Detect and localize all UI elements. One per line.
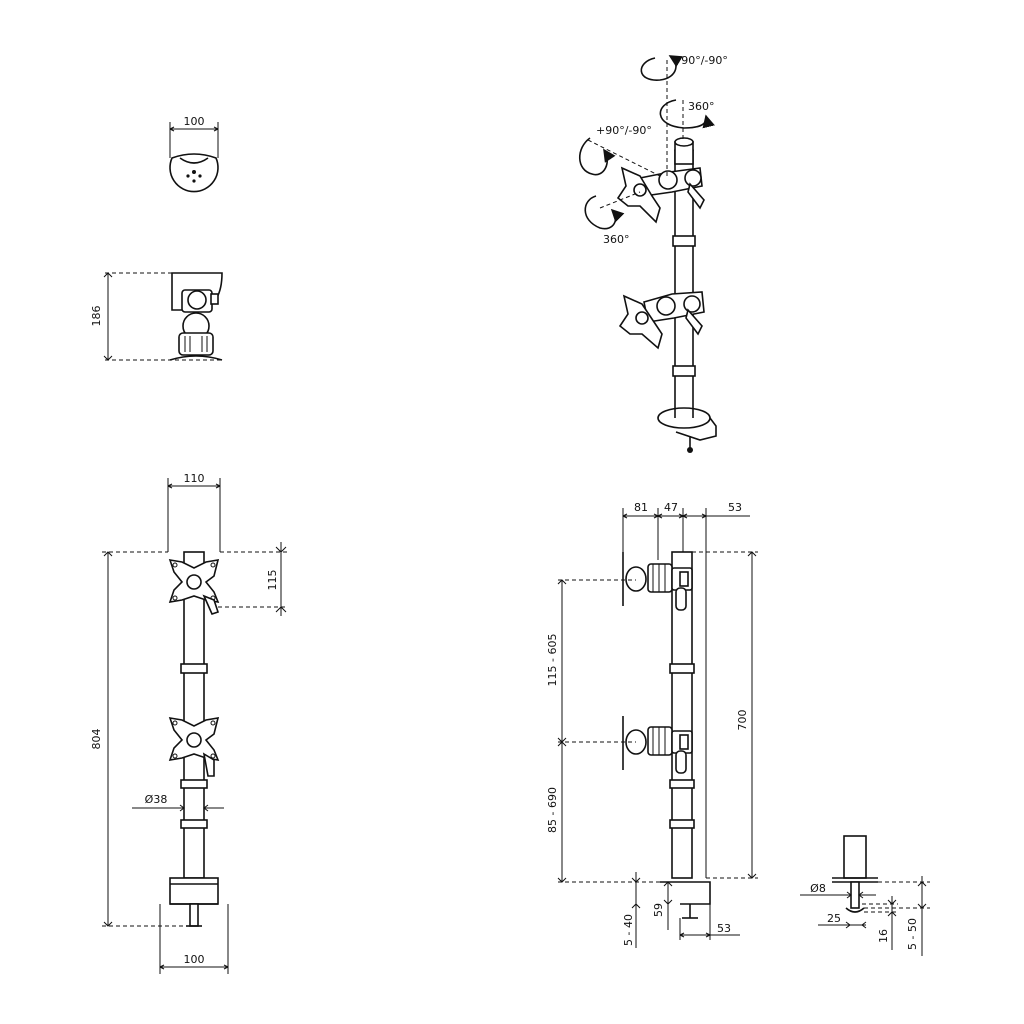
side-dim-59-label: 59 — [652, 903, 665, 917]
front-view: 110 804 115 Ø38 — [90, 472, 288, 974]
front-total-height-label: 804 — [90, 729, 103, 750]
rotation-top-label: +90°/-90° — [672, 54, 728, 67]
top-view-width-label: 100 — [184, 115, 205, 128]
bolt-dim-16-label: 16 — [877, 929, 890, 943]
side-range-lower-label: 85 - 690 — [546, 787, 559, 833]
base-plate-top — [169, 153, 219, 193]
rotation-plate-label: 360° — [603, 233, 630, 246]
side-clamp-range-label: 5 - 40 — [622, 914, 635, 946]
side-height-700-label: 700 — [736, 710, 749, 731]
bolt-dim-25-label: 25 — [827, 912, 841, 925]
small-side-view: 186 — [90, 272, 223, 361]
front-pole-diameter-label: Ø38 — [145, 793, 168, 806]
front-base-width-label: 100 — [184, 953, 205, 966]
bolt-diameter-label: Ø8 — [810, 882, 826, 895]
side-dim-47-label: 47 — [664, 501, 678, 514]
front-plate-height-label: 115 — [266, 570, 279, 591]
small-side-height-label: 186 — [90, 306, 103, 327]
isometric-view: +90°/-90° 360° +90°/-90° 360° — [578, 54, 728, 453]
side-view: 81 47 53 115 - 605 85 - 690 — [546, 501, 758, 948]
bolt-detail: Ø8 25 16 5 - 50 — [800, 835, 930, 956]
side-dim-53-top-label: 53 — [728, 501, 742, 514]
front-top-width-label: 110 — [184, 472, 205, 485]
bolt-range-label: 5 - 50 — [906, 918, 919, 950]
side-range-upper-label: 115 - 605 — [546, 634, 559, 687]
side-dim-81-label: 81 — [634, 501, 648, 514]
top-view: 100 — [169, 115, 219, 193]
rotation-pole-label: 360° — [688, 100, 715, 113]
rotation-left-label: +90°/-90° — [596, 124, 652, 137]
side-dim-53-bottom-label: 53 — [717, 922, 731, 935]
